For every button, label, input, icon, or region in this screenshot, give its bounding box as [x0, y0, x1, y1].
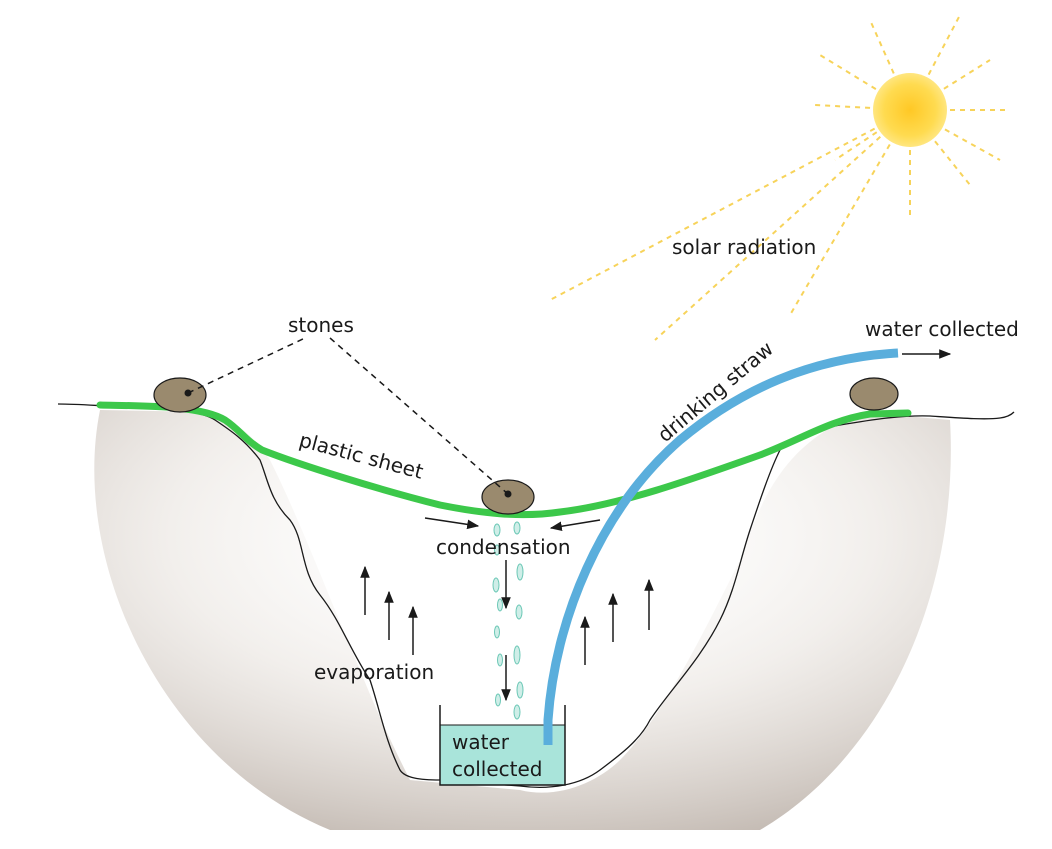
- arrow-icon: [424, 517, 480, 530]
- arrows: [360, 349, 952, 702]
- label-water-collected-container-1: water: [452, 730, 510, 754]
- sun-group: [549, 14, 1010, 341]
- droplet-icon: [492, 577, 500, 593]
- sun-rays: [549, 14, 1010, 341]
- label-condensation: condensation: [436, 535, 571, 559]
- stone-icon: [849, 377, 899, 411]
- droplet-icon: [513, 645, 521, 665]
- droplet-icon: [516, 681, 524, 699]
- label-evaporation: evaporation: [314, 660, 434, 684]
- droplet-icon: [497, 653, 503, 667]
- plastic-sheet: [96, 401, 912, 519]
- label-water-collected-container-2: collected: [452, 757, 543, 781]
- sun-icon: [873, 73, 947, 147]
- stones: [153, 377, 899, 515]
- arrow-icon: [549, 519, 601, 531]
- droplet-icon: [513, 521, 521, 535]
- droplet-icon: [516, 563, 524, 581]
- droplets: [492, 521, 524, 720]
- container-outline: [439, 705, 566, 786]
- label-plastic-sheet: plastic sheet: [297, 428, 426, 484]
- droplet-icon: [494, 544, 500, 556]
- droplet-icon: [513, 704, 521, 720]
- droplet-icon: [493, 523, 501, 537]
- label-water-collected-outlet: water collected: [865, 317, 1019, 341]
- drinking-straw: [543, 348, 899, 745]
- ground-shadow: [94, 410, 951, 830]
- droplet-icon: [495, 693, 501, 707]
- droplet-icon: [497, 598, 503, 612]
- droplet-icon: [494, 625, 500, 639]
- droplet-icon: [515, 604, 523, 620]
- stone-icon: [153, 377, 207, 413]
- label-stones: stones: [288, 313, 354, 337]
- label-solar-radiation: solar radiation: [672, 235, 816, 259]
